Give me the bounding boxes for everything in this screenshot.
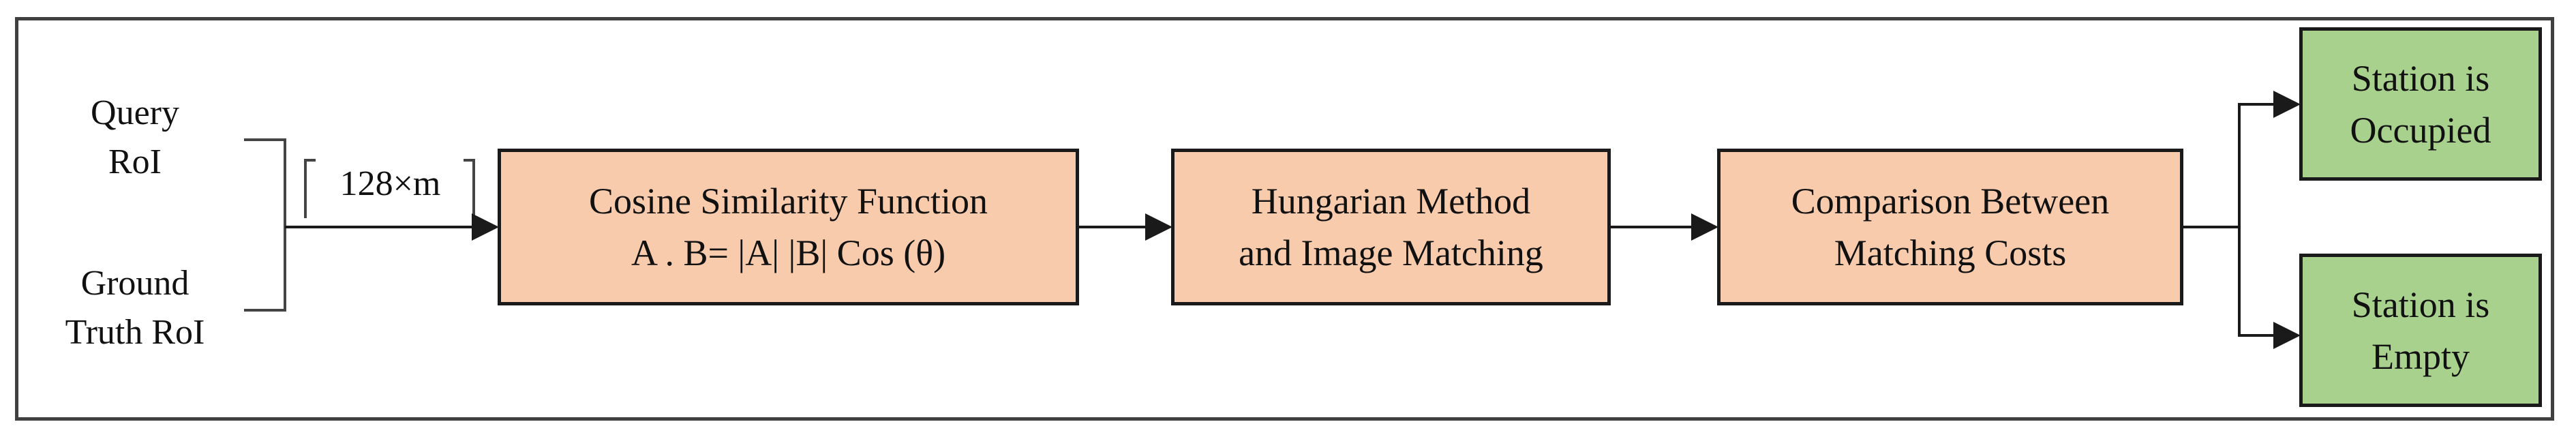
cosine-similarity-box: Cosine Similarity Function A . B= |A| |B… bbox=[498, 149, 1079, 305]
arrow-to-occupied bbox=[2238, 91, 2301, 227]
station-occupied-box: Station is Occupied bbox=[2299, 27, 2542, 181]
hungarian-matching-box: Hungarian Method and Image Matching bbox=[1171, 149, 1611, 305]
query-roi-label: Query RoI bbox=[91, 93, 179, 181]
dimension-label: 128×m bbox=[339, 164, 441, 203]
input-bracket bbox=[244, 138, 286, 312]
arrow-to-empty bbox=[2238, 227, 2301, 349]
station-empty-box: Station is Empty bbox=[2299, 254, 2542, 407]
dimension-bracket bbox=[304, 159, 475, 218]
ground-truth-roi-label: Ground Truth RoI bbox=[65, 264, 205, 352]
matching-cost-comparison-box: Comparison Between Matching Costs bbox=[1717, 149, 2183, 305]
